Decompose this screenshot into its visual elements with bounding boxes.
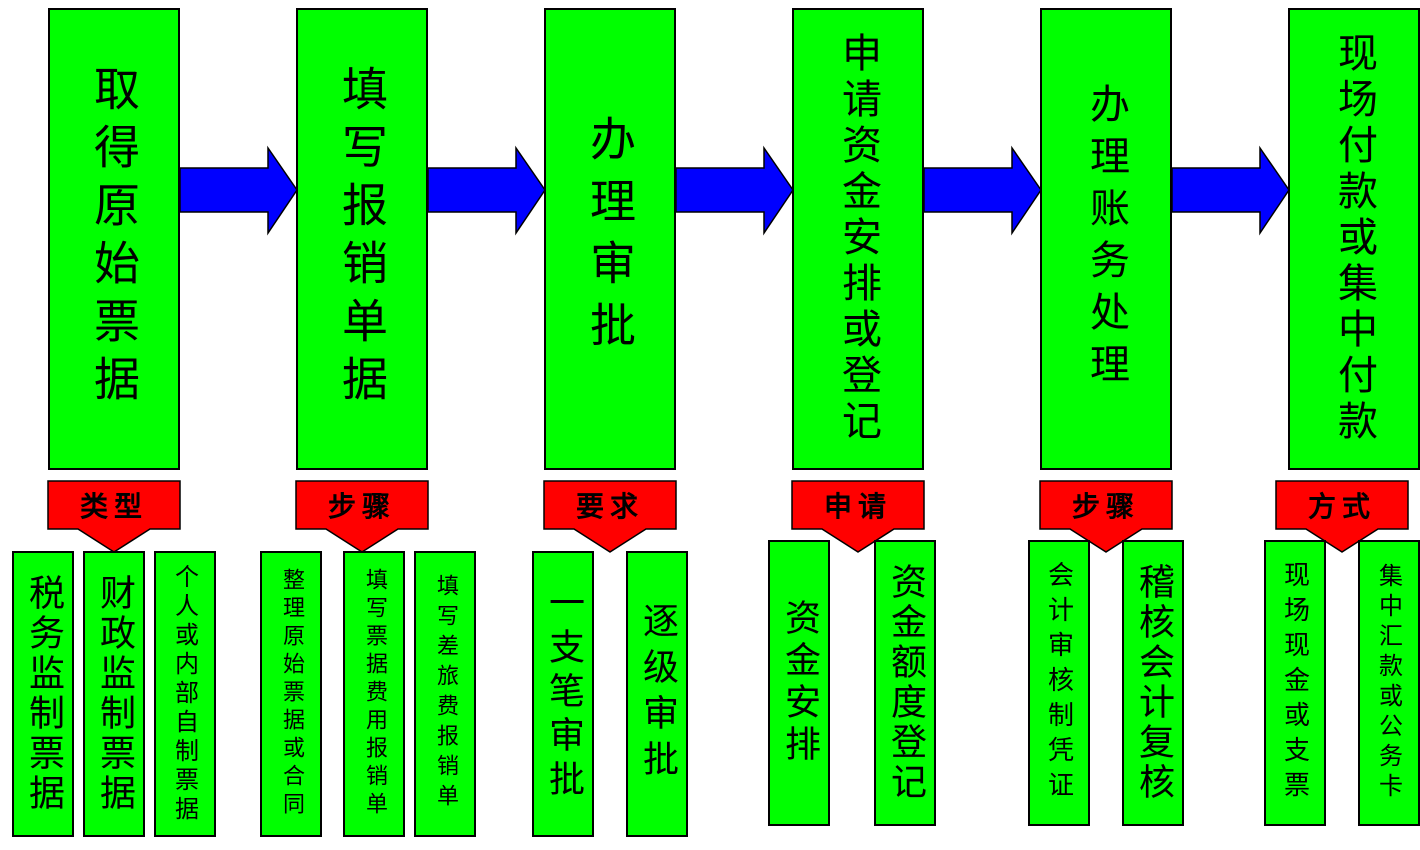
callout-label-2: 步骤: [327, 490, 396, 523]
sub-box-5-2: 稽核会计复核: [1122, 540, 1184, 826]
callout-1: [47, 480, 181, 553]
step-box-2: 填写报销单据: [296, 8, 428, 470]
callout-label-3: 要求: [575, 490, 644, 523]
step-box-4: 申请资金安排或登记: [792, 8, 924, 470]
sub-item-6-2: 集中汇款或公务卡: [1374, 563, 1403, 803]
step-box-6: 现场付款或集中付款: [1288, 8, 1420, 470]
callout-2: [295, 480, 429, 553]
step-title-2: 填写报销单据: [335, 65, 389, 413]
callout-label-6: 方式: [1307, 490, 1376, 523]
sub-box-2-2: 填写票据费用报销单: [343, 551, 405, 837]
step-box-1: 取得原始票据: [48, 8, 180, 470]
step-title-5: 办理账务处理: [1083, 83, 1129, 395]
sub-item-2-1: 整理原始票据或合同: [279, 568, 304, 820]
callout-label-4: 申请: [823, 490, 892, 523]
sub-item-1-2: 财政监制票据: [94, 574, 135, 814]
sub-box-1-2: 财政监制票据: [83, 551, 145, 837]
step-title-3: 办理审批: [583, 115, 637, 363]
sub-item-1-1: 税务监制票据: [23, 574, 64, 814]
sub-box-4-2: 资金额度登记: [874, 540, 936, 826]
callout-label-1: 类型: [79, 490, 148, 523]
sub-item-5-2: 稽核会计复核: [1133, 563, 1174, 803]
sub-box-3-2: 逐级审批: [626, 551, 688, 837]
step-box-5: 办理账务处理: [1040, 8, 1172, 470]
step-title-1: 取得原始票据: [87, 65, 141, 413]
arrow-3: [675, 145, 794, 236]
callout-3: [543, 480, 677, 553]
step-box-3: 办理审批: [544, 8, 676, 470]
sub-box-2-3: 填写差旅费报销单: [414, 551, 476, 837]
sub-box-1-1: 税务监制票据: [12, 551, 74, 837]
sub-item-4-2: 资金额度登记: [885, 563, 926, 803]
sub-item-4-1: 资金安排: [779, 599, 820, 767]
callout-label-5: 步骤: [1071, 490, 1140, 523]
sub-item-6-1: 现场现金或支票: [1279, 560, 1310, 806]
arrow-1: [179, 145, 298, 236]
sub-box-3-1: 一支笔审批: [532, 551, 594, 837]
sub-box-6-1: 现场现金或支票: [1264, 540, 1326, 826]
sub-box-5-1: 会计审核制凭证: [1028, 540, 1090, 826]
arrow-5: [1171, 145, 1290, 236]
arrow-4: [923, 145, 1042, 236]
sub-box-1-3: 个人或内部自制票据: [154, 551, 216, 837]
sub-item-3-2: 逐级审批: [637, 602, 678, 786]
step-title-4: 申请资金安排或登记: [835, 32, 881, 446]
sub-box-4-1: 资金安排: [768, 540, 830, 826]
arrow-2: [427, 145, 546, 236]
step-title-6: 现场付款或集中付款: [1331, 32, 1377, 446]
sub-box-6-2: 集中汇款或公务卡: [1358, 540, 1420, 826]
sub-item-2-3: 填写差旅费报销单: [433, 574, 458, 814]
sub-item-5-1: 会计审核制凭证: [1043, 560, 1074, 806]
sub-box-2-1: 整理原始票据或合同: [260, 551, 322, 837]
sub-item-2-2: 填写票据费用报销单: [362, 568, 387, 820]
sub-item-3-1: 一支笔审批: [543, 584, 584, 804]
sub-item-1-3: 个人或内部自制票据: [170, 563, 199, 825]
